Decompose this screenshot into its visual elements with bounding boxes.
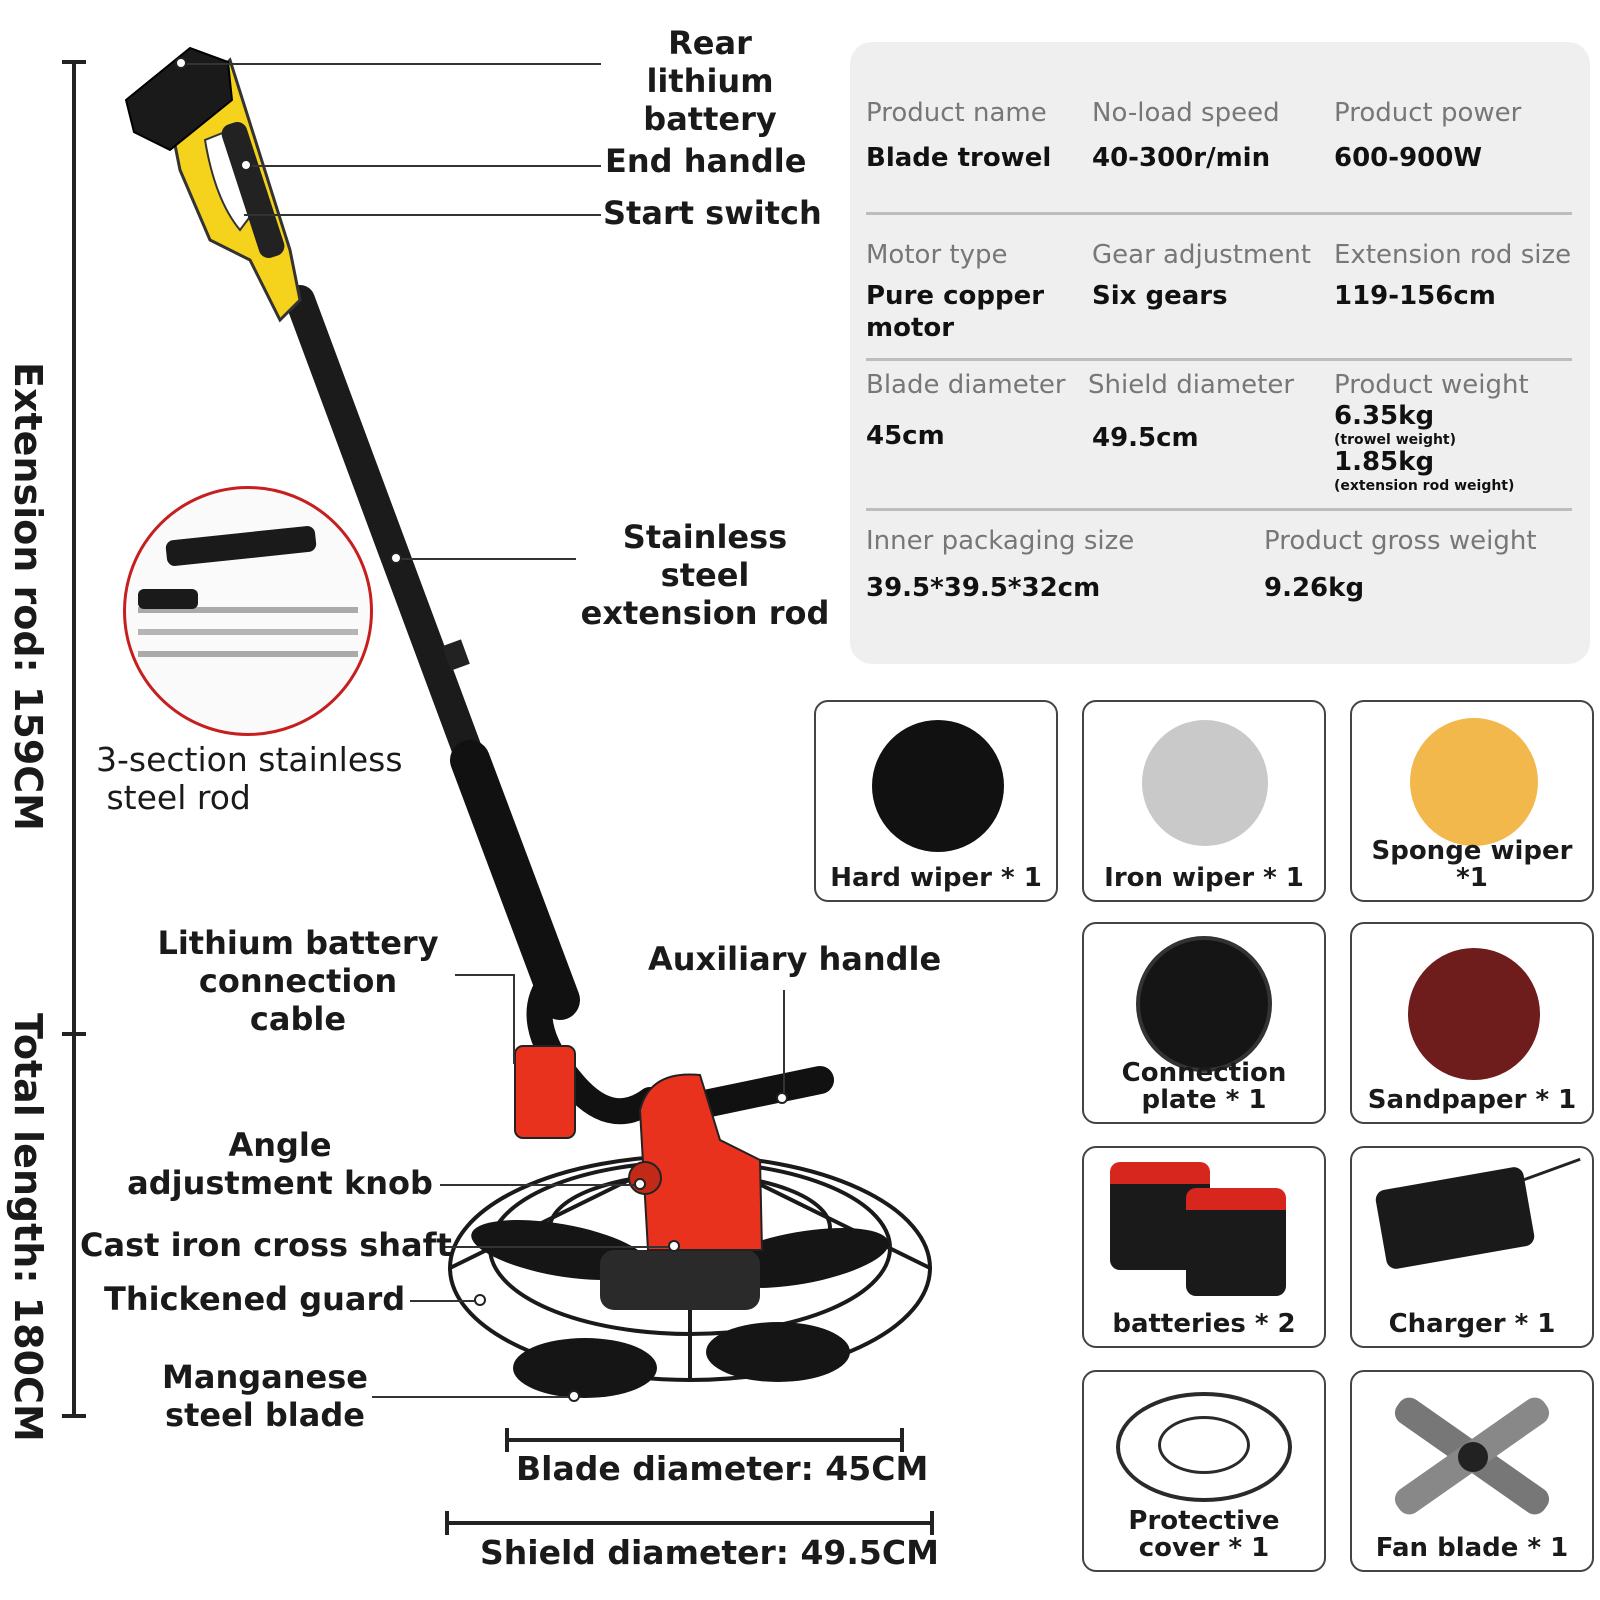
spec-value-motor-type: Pure copper motor xyxy=(866,281,1045,343)
callout-aux-handle: Auxiliary handle xyxy=(648,940,942,978)
spec-label-gross-weight: Product gross weight xyxy=(1264,526,1537,556)
spec-label-no-load-speed: No-load speed xyxy=(1092,98,1280,128)
sandpaper-disc xyxy=(1408,948,1540,1080)
charger-cable xyxy=(1523,1157,1581,1182)
callout-blade: Manganese steel blade xyxy=(162,1358,368,1434)
spec-value-rod-weight: 1.85kg xyxy=(1334,447,1435,477)
callout-cross-shaft: Cast iron cross shaft xyxy=(80,1226,452,1264)
height-dimension-line xyxy=(62,60,86,1418)
spec-value-product-name: Blade trowel xyxy=(866,143,1052,173)
accessory-card-sponge-wiper: Sponge wiper *1 xyxy=(1350,700,1594,902)
accessory-card-sandpaper: Sandpaper * 1 xyxy=(1350,922,1594,1124)
spec-separator xyxy=(866,358,1572,361)
accessory-card-iron-wiper: Iron wiper * 1 xyxy=(1082,700,1326,902)
inset-rod-2 xyxy=(138,629,358,635)
accessory-card-hard-wiper: Hard wiper * 1 xyxy=(814,700,1058,902)
spec-value-gear-adjustment: Six gears xyxy=(1092,281,1228,311)
spec-value-gross-weight: 9.26kg xyxy=(1264,573,1365,603)
callout-guard: Thickened guard xyxy=(104,1280,406,1318)
blade-diameter-dimension: Blade diameter: 45CM xyxy=(516,1449,929,1488)
callout-end-handle: End handle xyxy=(605,142,807,180)
protective-cover-inner-ring xyxy=(1158,1416,1250,1474)
shield-diameter-dimension: Shield diameter: 49.5CM xyxy=(480,1533,939,1572)
inset-rod-1 xyxy=(138,607,358,613)
spec-label-motor-type: Motor type xyxy=(866,240,1008,270)
spec-separator xyxy=(866,508,1572,511)
callout-rear-battery: Rear lithium battery xyxy=(643,24,777,138)
battery-icon xyxy=(1186,1188,1286,1296)
side-battery xyxy=(514,1045,576,1139)
accessory-label: Hard wiper * 1 xyxy=(830,863,1042,893)
accessory-card-connection-plate: Connection plate * 1 xyxy=(1082,922,1326,1124)
spec-label-extension-rod-size: Extension rod size xyxy=(1334,240,1572,270)
spec-label-shield-diameter: Shield diameter xyxy=(1088,370,1295,400)
spec-value-trowel-weight: 6.35kg xyxy=(1334,401,1435,431)
spec-value-inner-packaging: 39.5*39.5*32cm xyxy=(866,573,1101,603)
manganese-blades xyxy=(471,1220,889,1398)
callout-battery-cable: Lithium battery connection cable xyxy=(157,924,439,1038)
accessory-label: Protective cover * 1 xyxy=(1128,1506,1280,1563)
accessory-card-fan-blade: Fan blade * 1 xyxy=(1350,1370,1594,1572)
spec-label-product-power: Product power xyxy=(1334,98,1522,128)
extension-rod-dimension: Extension rod: 159CM xyxy=(6,362,50,831)
inset-rod-3 xyxy=(138,651,358,657)
accessory-label: Connection plate * 1 xyxy=(1121,1058,1287,1115)
shield-dimension-line xyxy=(445,1511,934,1535)
accessory-label: Charger * 1 xyxy=(1388,1309,1556,1339)
total-length-dimension: Total length: 180CM xyxy=(6,1013,50,1442)
spec-label-inner-packaging: Inner packaging size xyxy=(866,526,1135,556)
spec-separator xyxy=(866,212,1572,215)
extension-rod xyxy=(285,285,580,1020)
protective-cover-icon xyxy=(1116,1392,1292,1502)
spec-value-extension-rod-size: 119-156cm xyxy=(1334,281,1496,311)
accessory-card-charger: Charger * 1 xyxy=(1350,1146,1594,1348)
callout-three-section-rod: 3-section stainless steel rod xyxy=(96,740,403,817)
spec-label-gear-adjustment: Gear adjustment xyxy=(1092,240,1311,270)
inset-handle xyxy=(165,525,317,567)
accessory-label: Sponge wiper *1 xyxy=(1371,836,1573,893)
accessory-label: Iron wiper * 1 xyxy=(1104,863,1304,893)
spec-label-blade-diameter: Blade diameter xyxy=(866,370,1066,400)
connection-plate-disc xyxy=(1136,936,1272,1072)
spec-note-rod-weight: (extension rod weight) xyxy=(1334,478,1515,494)
spec-value-blade-diameter: 45cm xyxy=(866,421,945,451)
accessory-card-batteries: batteries * 2 xyxy=(1082,1146,1326,1348)
callout-angle-knob: Angle adjustment knob xyxy=(127,1126,433,1202)
spec-value-product-power: 600-900W xyxy=(1334,143,1483,173)
iron-wiper-disc xyxy=(1142,720,1268,846)
hard-wiper-disc xyxy=(872,720,1004,852)
accessory-label: Sandpaper * 1 xyxy=(1367,1085,1577,1115)
rear-battery xyxy=(124,46,234,152)
charger-icon xyxy=(1374,1165,1536,1271)
accessory-label: Fan blade * 1 xyxy=(1375,1533,1569,1563)
spec-value-shield-diameter: 49.5cm xyxy=(1092,423,1199,453)
accessory-label: batteries * 2 xyxy=(1112,1309,1296,1339)
sponge-wiper-disc xyxy=(1410,718,1538,846)
callout-start-switch: Start switch xyxy=(603,194,822,232)
inset-grip xyxy=(138,589,198,609)
blade-dimension-line xyxy=(505,1428,904,1452)
spec-label-product-weight: Product weight xyxy=(1334,370,1529,400)
spec-value-no-load-speed: 40-300r/min xyxy=(1092,143,1271,173)
spec-label-product-name: Product name xyxy=(866,98,1047,128)
fan-blade-hub xyxy=(1458,1442,1488,1472)
callout-extension-rod: Stainless steel extension rod xyxy=(580,518,830,632)
spec-panel: Product name Blade trowel No-load speed … xyxy=(850,42,1590,664)
accessory-card-protective-cover: Protective cover * 1 xyxy=(1082,1370,1326,1572)
rod-sections-inset xyxy=(123,486,373,736)
spec-note-trowel-weight: (trowel weight) xyxy=(1334,432,1457,448)
